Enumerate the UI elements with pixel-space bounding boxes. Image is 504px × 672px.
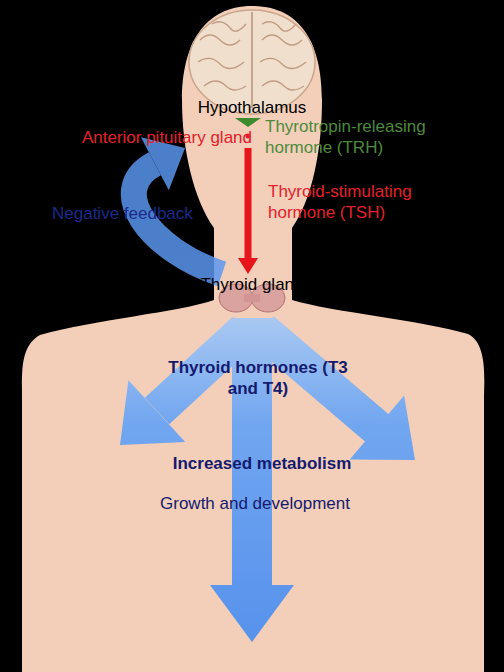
brain-gyri (198, 22, 246, 90)
gland-label: Thyroid gland (187, 274, 317, 295)
connector-line (245, 148, 252, 258)
edge-label: Thyrotropin-releasing hormone (TRH) (265, 116, 480, 158)
node-text: Hypothalamus (187, 97, 317, 118)
hormone-arrows (120, 318, 415, 642)
brain-region-label: Hypothalamus (187, 97, 317, 118)
effect-label: Increased metabolism (132, 453, 392, 474)
brain-gyri (260, 22, 306, 90)
thyroid-isthmus (244, 294, 260, 302)
gland-label: Anterior pituitary gland (40, 127, 252, 148)
edge-label: Negative feedback (52, 203, 222, 224)
edge-label: Thyroid-stimulating hormone (TSH) (268, 181, 443, 223)
brain-midline (251, 12, 253, 108)
arrow-head (235, 118, 261, 127)
effect-label: Growth and development (125, 493, 385, 514)
hormone-label: Thyroid hormones (T3 and T4) (163, 357, 353, 399)
hormone-arrow-head (350, 396, 415, 460)
body-silhouette (22, 6, 484, 672)
node-text: Anterior pituitary gland (40, 127, 252, 148)
node-text: Thyroid gland (187, 274, 317, 295)
hormone-arrow-head (120, 380, 185, 445)
connector-arrow (238, 148, 258, 274)
arrow-head (238, 258, 258, 274)
hormone-arrow-head (210, 585, 294, 642)
connector-arrow (235, 118, 261, 127)
